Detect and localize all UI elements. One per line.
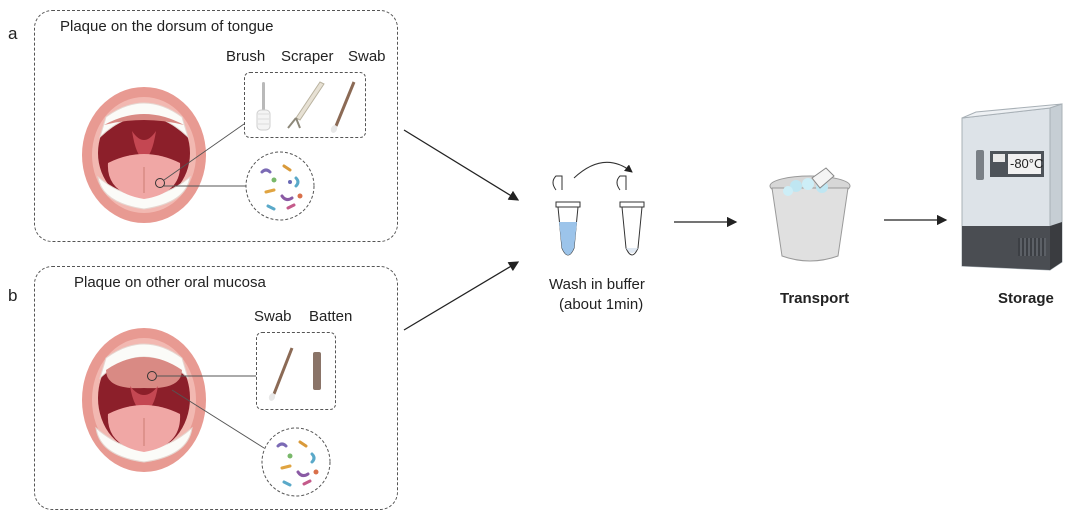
panel-b-title: Plaque on other oral mucosa [74,274,266,291]
tube-with-buffer-icon [552,175,581,256]
brush-icon [256,82,271,131]
pointer-line-b2 [171,389,265,449]
panel-a-letter: a [8,24,18,43]
mouth-illustration-b [82,328,206,472]
swab-icon-a [330,81,356,133]
tool-label-batten: Batten [309,308,353,325]
panel-a-title: Plaque on the dorsum of tongue [60,18,274,35]
wash-label-line2: (about 1min) [559,296,644,313]
tube-empty-icon [616,175,645,256]
freezer-icon [961,103,1063,271]
tool-label-swab-b: Swab [254,308,292,325]
wash-label-line1: Wash in buffer [549,276,645,293]
swab-icon-b [268,347,294,401]
tool-label-swab-a: Swab [348,48,386,65]
transport-label: Transport [780,290,850,307]
bacteria-icon-a [245,151,315,221]
storage-label: Storage [998,290,1054,307]
tool-box-a [244,72,366,138]
tool-label-scraper: Scraper [281,48,334,65]
panel-b [34,266,398,510]
scraper-icon [287,81,325,129]
panel-b-letter: b [8,286,18,305]
arrow-a-to-wash [403,129,520,201]
ice-bucket-icon [769,167,851,262]
transfer-arrow-icon [573,161,633,179]
mouth-illustration-a [82,87,206,223]
tool-box-b [256,332,336,410]
bacteria-icon-b [261,427,331,497]
panel-a [34,10,398,242]
arrow-b-to-wash [403,261,520,331]
batten-icon [313,352,321,390]
freezer-temperature-display: -80°C [1010,156,1044,171]
tool-label-brush: Brush [226,48,266,65]
pointer-line-a1 [163,123,245,181]
